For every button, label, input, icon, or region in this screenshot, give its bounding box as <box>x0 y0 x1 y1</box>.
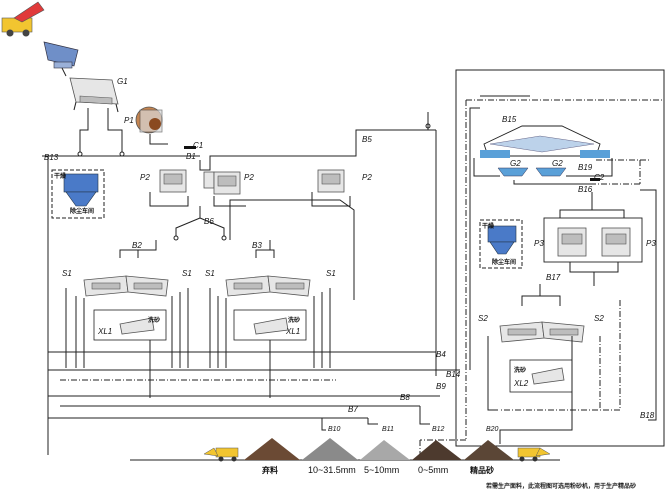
vibrating-screen-s2 <box>499 321 585 343</box>
fine-sand-bin <box>480 125 610 158</box>
label-c1: C1 <box>193 141 203 150</box>
feeder-g2-left <box>497 167 529 177</box>
label-b3: B3 <box>252 241 262 250</box>
label-xl2: XL2 <box>513 379 529 388</box>
product-waste-label: 弃料 <box>262 465 278 475</box>
stockpile-10-31 <box>302 438 358 460</box>
conveyor-c2-icon <box>590 178 600 181</box>
dump-truck-icon <box>1 1 45 37</box>
label-s1-4: S1 <box>326 269 336 278</box>
label-b8: B8 <box>400 393 410 402</box>
dust-collector-1: 干燥 除尘车间 <box>51 169 105 219</box>
cone-crusher-p2-1 <box>159 169 187 193</box>
label-s2-1: S2 <box>478 314 488 323</box>
dry-label-1: 干燥 <box>54 172 67 180</box>
label-b4: B4 <box>436 350 446 359</box>
label-xl1-2: XL1 <box>285 327 300 336</box>
label-p2-3: P2 <box>362 173 372 182</box>
label-p3-2: P3 <box>646 239 656 248</box>
label-p3-1: P3 <box>534 239 544 248</box>
label-g1: G1 <box>117 77 128 86</box>
stockpile-waste <box>244 438 300 460</box>
dry-label-2: 干燥 <box>482 222 495 230</box>
label-b11: B11 <box>382 426 394 433</box>
cone-crusher-p2-2 <box>203 171 241 195</box>
label-b5: B5 <box>362 135 372 144</box>
label-p2-1: P2 <box>140 173 150 182</box>
label-p2-2: P2 <box>244 173 254 182</box>
wash-label-2: 洗砂 <box>288 316 300 324</box>
sand-maker-p3 <box>543 217 643 263</box>
product-fine-sand-label: 精品砂 <box>470 465 494 475</box>
label-b16: B16 <box>578 185 593 194</box>
label-s2-2: S2 <box>594 314 604 323</box>
label-b18: B18 <box>640 411 655 420</box>
product-5-10-label: 5~10mm <box>364 465 399 475</box>
label-b17: B17 <box>546 273 561 282</box>
label-p1: P1 <box>124 116 134 125</box>
product-10-31-label: 10~31.5mm <box>308 465 356 475</box>
dust-room-label-1: 除尘车间 <box>70 207 94 215</box>
loader-icon-right <box>517 447 551 462</box>
label-b12: B12 <box>432 426 445 433</box>
stockpile-0-5 <box>412 440 462 460</box>
label-b2: B2 <box>132 241 142 250</box>
wash-label-1: 洗砂 <box>148 316 160 324</box>
label-b20: B20 <box>486 426 499 433</box>
label-b19: B19 <box>578 163 593 172</box>
label-b14: B14 <box>446 370 461 379</box>
jaw-crusher-p1-icon <box>135 106 163 134</box>
vibrating-screen-s1-left <box>83 275 169 297</box>
conveyor-c1-icon <box>184 146 196 149</box>
sand-washer-xl1-left <box>93 309 167 341</box>
vibrating-feeder-g1-icon <box>69 77 119 113</box>
feeder-g2-right <box>535 167 567 177</box>
wash-label-3: 洗砂 <box>514 366 526 374</box>
label-s1-1: S1 <box>62 269 72 278</box>
product-0-5-label: 0~5mm <box>418 465 448 475</box>
loader-icon-left <box>203 447 239 462</box>
vibrating-screen-s1-right <box>225 275 311 297</box>
stockpile-5-10 <box>360 440 410 460</box>
stockpile-fine-sand <box>464 440 514 460</box>
label-c2: C2 <box>594 173 605 182</box>
label-g2-2: G2 <box>552 159 563 168</box>
label-s1-2: S1 <box>182 269 192 278</box>
cone-crusher-p2-3 <box>317 169 345 193</box>
label-b10: B10 <box>328 426 341 433</box>
label-g2-1: G2 <box>510 159 521 168</box>
label-b7: B7 <box>348 405 358 414</box>
feed-hopper-icon <box>43 41 79 77</box>
label-b9: B9 <box>436 382 446 391</box>
label-b13: B13 <box>44 153 59 162</box>
label-b15: B15 <box>502 115 517 124</box>
dust-collector-2: 干燥 除尘车间 <box>479 219 523 269</box>
label-s1-3: S1 <box>205 269 215 278</box>
dust-room-label-2: 除尘车间 <box>492 258 516 266</box>
label-xl1-1: XL1 <box>97 327 112 336</box>
footnote: 若需生产面料，此流程图可选用粉砂机，用于生产精品砂 <box>486 482 636 490</box>
